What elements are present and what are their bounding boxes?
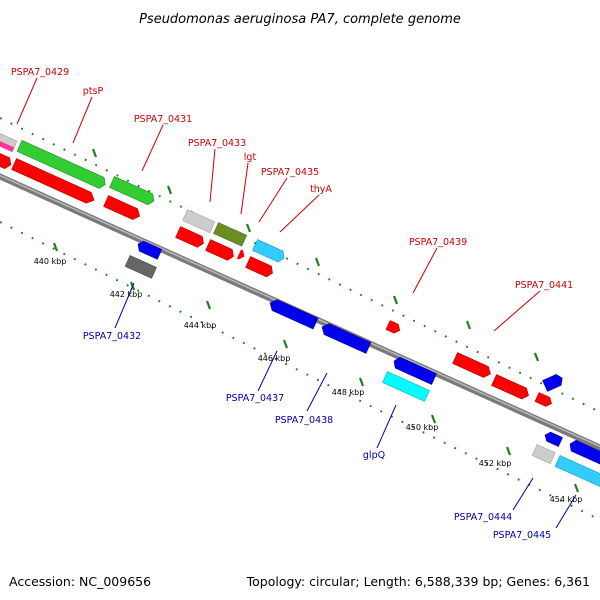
tick-labels: 440 kbp 442 kbp 444 kbp 446 kbp 448 kbp …	[34, 257, 583, 504]
gene-feature[interactable]	[213, 222, 248, 247]
gene-feature[interactable]	[0, 152, 13, 171]
gene-label[interactable]: PSPA7_0435	[261, 167, 319, 178]
gene-feature[interactable]	[531, 444, 556, 464]
tick-label: 440 kbp	[34, 257, 67, 266]
major-tick	[166, 185, 173, 195]
gene-feature[interactable]	[175, 226, 206, 249]
major-tick	[358, 377, 365, 387]
major-tick	[573, 483, 580, 493]
gene-feature[interactable]	[568, 439, 600, 467]
gene-feature[interactable]	[109, 176, 157, 207]
tick-label: 442 kbp	[110, 290, 143, 299]
reverse-leader-lines	[114, 282, 577, 529]
gene-feature[interactable]	[320, 322, 372, 354]
gene-label[interactable]: thyA	[310, 184, 332, 195]
tick-track-outer	[0, 117, 600, 413]
tick-label: 446 kbp	[258, 354, 291, 363]
tick-label: 452 kbp	[479, 459, 512, 468]
gene-feature[interactable]	[124, 255, 157, 279]
gene-label[interactable]: PSPA7_0438	[275, 415, 333, 426]
major-ticks	[52, 148, 580, 493]
major-tick	[533, 352, 540, 362]
gene-label[interactable]: ptsP	[83, 86, 104, 97]
major-tick	[245, 223, 252, 233]
major-tick	[282, 339, 289, 349]
reverse-gene-labels: PSPA7_0432 PSPA7_0437 PSPA7_0438 glpQ PS…	[83, 331, 551, 541]
accession-text: Accession: NC_009656	[9, 574, 151, 589]
gene-feature[interactable]	[103, 195, 143, 222]
gene-label[interactable]: PSPA7_0433	[188, 138, 246, 149]
gene-feature[interactable]	[268, 298, 319, 330]
gene-feature[interactable]	[491, 374, 532, 402]
major-tick	[392, 295, 399, 305]
major-tick	[505, 446, 512, 456]
gene-label[interactable]: PSPA7_0437	[226, 393, 284, 404]
gene-feature[interactable]	[252, 239, 287, 264]
tick-track-inner	[0, 221, 600, 521]
major-tick	[465, 320, 472, 330]
gene-feature[interactable]	[0, 137, 15, 153]
gene-feature[interactable]	[554, 455, 600, 488]
major-tick	[52, 242, 59, 252]
major-tick	[91, 148, 98, 158]
tick-label: 444 kbp	[184, 321, 217, 330]
tick-label: 450 kbp	[406, 423, 439, 432]
forward-leader-lines	[16, 77, 541, 332]
gene-label[interactable]: PSPA7_0431	[134, 114, 192, 125]
gene-feature[interactable]	[245, 256, 276, 279]
gene-label[interactable]: PSPA7_0441	[515, 280, 573, 291]
gene-label[interactable]: PSPA7_0432	[83, 331, 141, 342]
forward-genes	[0, 130, 565, 408]
gene-feature[interactable]	[382, 371, 430, 402]
gene-feature[interactable]	[543, 430, 563, 447]
gene-feature[interactable]	[136, 239, 163, 260]
gene-label[interactable]: PSPA7_0429	[11, 67, 69, 78]
genome-summary-text: Topology: circular; Length: 6,588,339 bp…	[246, 574, 590, 589]
gene-feature[interactable]	[542, 373, 565, 392]
major-tick	[205, 300, 212, 310]
gene-feature[interactable]	[385, 320, 402, 334]
gene-feature[interactable]	[205, 239, 236, 262]
gene-label[interactable]: lgt	[244, 152, 257, 163]
reverse-genes	[124, 239, 600, 488]
major-tick	[314, 257, 321, 267]
gene-feature[interactable]	[16, 140, 108, 190]
gene-feature[interactable]	[452, 352, 493, 380]
gene-label[interactable]: PSPA7_0444	[454, 512, 512, 523]
map-title: Pseudomonas aeruginosa PA7, complete gen…	[139, 12, 461, 27]
gene-feature[interactable]	[11, 158, 97, 206]
gene-label[interactable]: PSPA7_0439	[409, 237, 467, 248]
tick-label: 454 kbp	[550, 495, 583, 504]
tick-label: 448 kbp	[332, 388, 365, 397]
gene-label[interactable]: glpQ	[363, 450, 385, 461]
gene-label[interactable]: PSPA7_0445	[493, 530, 551, 541]
gene-feature[interactable]	[182, 209, 216, 234]
major-tick	[430, 414, 437, 424]
gene-feature[interactable]	[534, 392, 554, 408]
gene-feature[interactable]	[392, 356, 437, 385]
forward-gene-labels: PSPA7_0429 ptsP PSPA7_0431 PSPA7_0433 lg…	[11, 67, 573, 291]
gene-feature[interactable]	[236, 249, 247, 261]
